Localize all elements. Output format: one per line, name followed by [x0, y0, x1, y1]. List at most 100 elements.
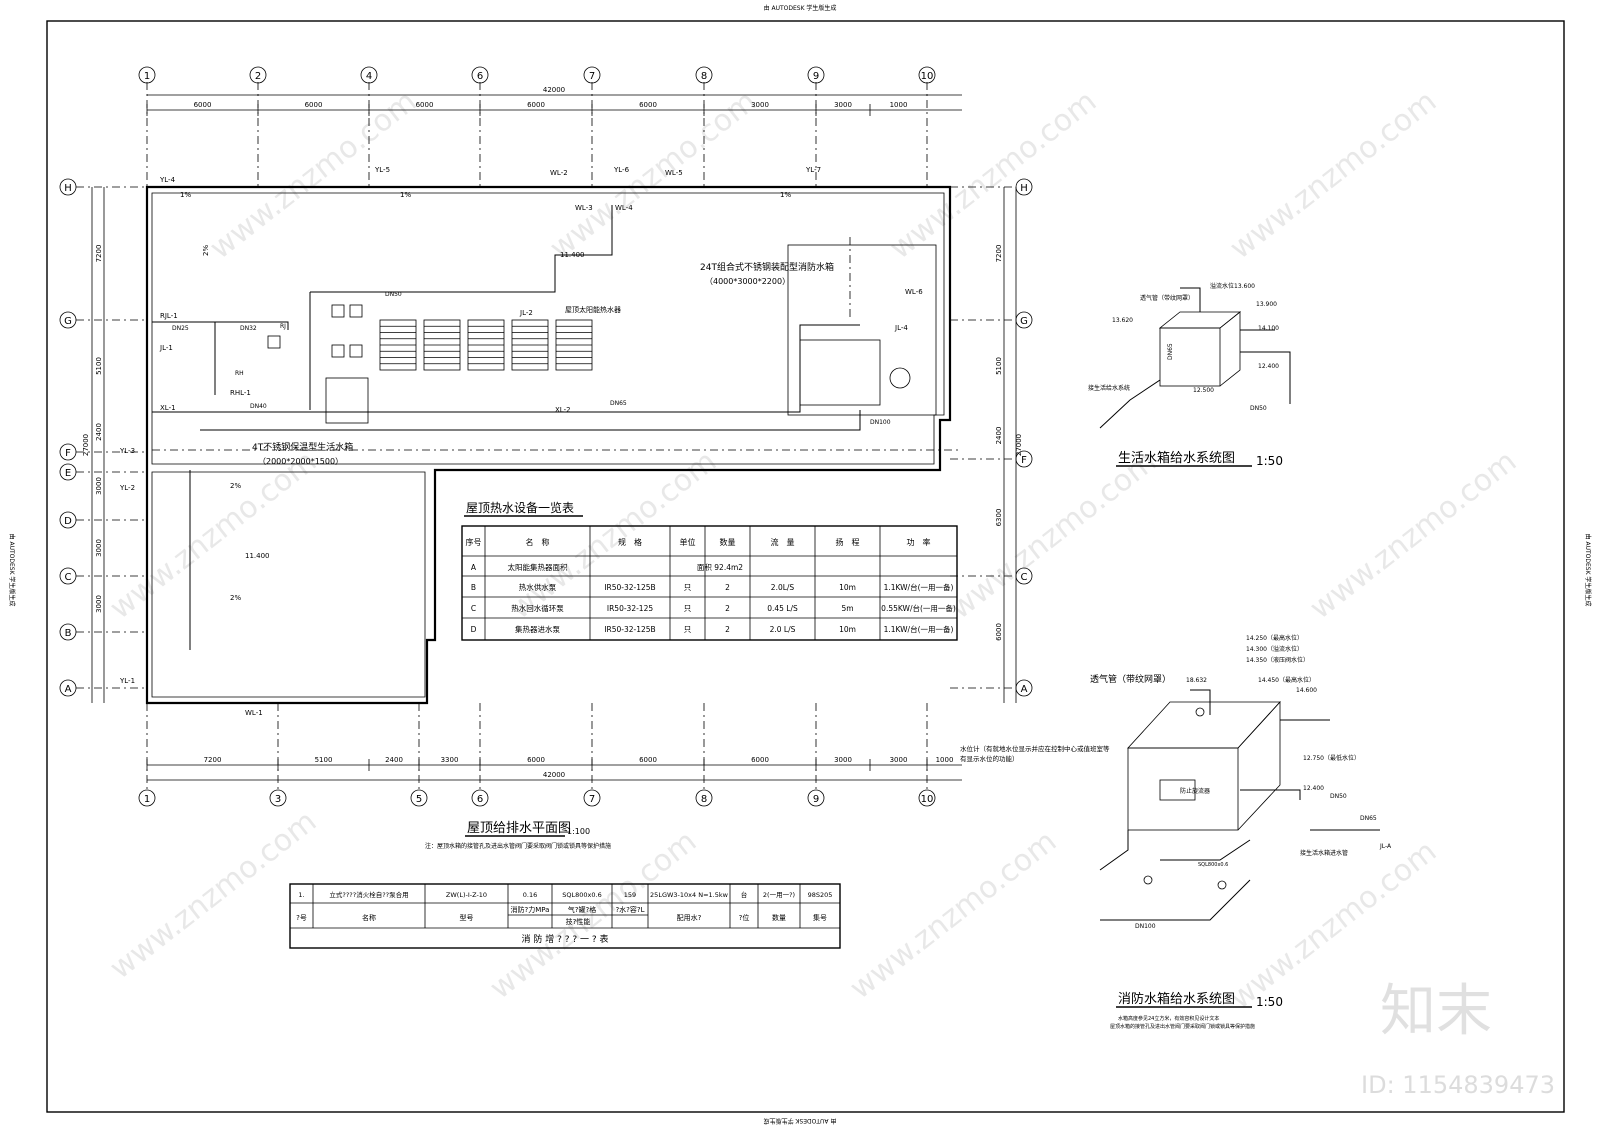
watermark-text: www.znzmo.com	[503, 444, 723, 626]
label-dn32: DN32	[240, 325, 257, 332]
table-cell: 10m	[839, 625, 856, 634]
label-yl5: YL-5	[374, 166, 390, 174]
axis-label: 1	[144, 71, 150, 82]
fire-table-header-cell: 数量	[772, 913, 786, 922]
label-wl5: WL-5	[665, 169, 683, 177]
dim-label: 6000	[305, 101, 323, 109]
fire-label-4: 14.350（液压阀水位）	[1246, 656, 1309, 664]
fire-table-title: 消 防 增 ? ? ? 一 ? 表	[522, 933, 609, 945]
table-cell: 只	[684, 625, 692, 634]
life-label-4: 12.400	[1258, 363, 1279, 370]
axis-bubble	[410, 789, 428, 807]
valve-icon	[1143, 875, 1153, 885]
label-yl7: YL-7	[805, 166, 821, 174]
pump-icon	[349, 344, 363, 358]
dim-label: 6000	[751, 756, 769, 764]
table-cell: 0.55KW/台(一用一备)	[881, 603, 956, 613]
axis-bubble	[138, 789, 156, 807]
life-label-5: 12.500	[1193, 387, 1214, 394]
axis-label: 5	[416, 794, 422, 805]
table-cell: 5m	[841, 604, 853, 613]
life-label-1: 13.900	[1256, 301, 1277, 308]
valve-icon	[1195, 707, 1205, 717]
fire-label-13: DN65	[1360, 815, 1377, 822]
autodesk-note-bottom: 由 AUTODESK 学生版生成	[764, 1117, 837, 1125]
axis-bubble	[583, 66, 601, 84]
axis-label: 9	[813, 71, 819, 82]
table-cell: 0.45 L/S	[767, 604, 798, 613]
pump-group	[267, 304, 363, 358]
pump-icon	[267, 335, 281, 349]
axis-label: H	[1020, 183, 1028, 194]
axis-label: B	[65, 628, 72, 639]
life-label-overflow: 溢流水位13.600	[1210, 282, 1255, 290]
axis-label: 3	[275, 794, 281, 805]
watermark-text: www.znzmo.com	[103, 444, 323, 626]
label-yl4: YL-4	[159, 176, 176, 184]
watermark-text: www.znzmo.com	[843, 824, 1063, 1006]
axis-label: G	[64, 316, 72, 327]
axis-label: 10	[921, 794, 934, 805]
life-tank-front	[1159, 327, 1221, 387]
axis-label: 10	[921, 71, 934, 82]
label-rj: RJ	[280, 323, 286, 330]
label-rhl1: RHL-1	[230, 389, 251, 397]
plan-scale: 1:100	[567, 827, 590, 836]
dim-label: 3000	[834, 101, 852, 109]
label-slope: 2%	[202, 245, 210, 256]
autodesk-note-left: 由 AUTODESK 学生版生成	[8, 534, 16, 607]
fire-table-header-cell: 集号	[813, 913, 827, 922]
label-yl6: YL-6	[613, 166, 630, 174]
equip-table-title: 屋顶热水设备一览表	[466, 500, 574, 515]
fire-label-1: 18.632	[1186, 677, 1207, 684]
solar-collector-array	[379, 319, 593, 371]
dim-left-total: 27000	[82, 434, 90, 456]
drawing-border	[46, 20, 1565, 1113]
fire-table-header-cell: 配用水?	[677, 913, 702, 922]
dim-label: 3000	[834, 756, 852, 764]
axis-label: 6	[477, 71, 483, 82]
fire-system-title: 消防水箱给水系统图	[1118, 991, 1235, 1007]
fire-tank-valve-area	[799, 339, 881, 406]
label-wl6: WL-6	[905, 288, 923, 296]
label-slope1: 1%	[180, 191, 191, 199]
label-xl1: XL-1	[160, 404, 176, 412]
dim-label: 6000	[995, 623, 1003, 641]
fire-sys-tank-front	[1127, 747, 1239, 831]
axis-bubble	[695, 789, 713, 807]
fire-table-cell: SQL800x0.6	[562, 891, 601, 899]
axis-bubble	[59, 178, 77, 196]
fire-branch-pipe	[1160, 839, 1251, 861]
fire-table-header-cell: 消防?力MPa	[511, 905, 550, 914]
label-wl3: WL-3	[575, 204, 593, 212]
parapet-lower	[151, 471, 426, 698]
pump-icon	[349, 304, 363, 318]
fire-system-scale: 1:50	[1256, 995, 1283, 1009]
fire-outlet-pipe	[1099, 830, 1129, 871]
table-cell: IR50-32-125B	[604, 583, 655, 592]
watermark-id: ID: 1154839473	[1361, 1071, 1555, 1099]
axis-label: A	[65, 684, 72, 695]
fire-table-tech: 技?性能	[566, 917, 591, 926]
label-yl2: YL-2	[119, 484, 135, 492]
fire-table-cell: 0.16	[523, 891, 537, 899]
autodesk-note-top: 由 AUTODESK 学生版生成	[764, 4, 837, 12]
life-vent-pipe	[1180, 287, 1201, 312]
table-cell: 太阳能集热器面积	[508, 562, 568, 572]
table-header-cell: 流 量	[771, 537, 795, 547]
table-cell: IR50-32-125B	[604, 625, 655, 634]
fire-label-level-gauge-wrap: 水位计（有就地水位显示并应在控制中心或值班室等有显示水位的功能）	[960, 745, 1110, 763]
dim-label: 6000	[639, 101, 657, 109]
dim-label: 3300	[441, 756, 459, 764]
label-wl1: WL-1	[245, 709, 263, 717]
fire-tank-system: 透气管（带纹网罩） 18.632 14.250（最高水位） 14.300（溢流水…	[960, 634, 1392, 1030]
autodesk-note-right: 由 AUTODESK 学生版生成	[1584, 534, 1592, 607]
axis-bubble	[59, 443, 77, 461]
fire-label-7: 12.750（最低水位）	[1303, 754, 1360, 762]
